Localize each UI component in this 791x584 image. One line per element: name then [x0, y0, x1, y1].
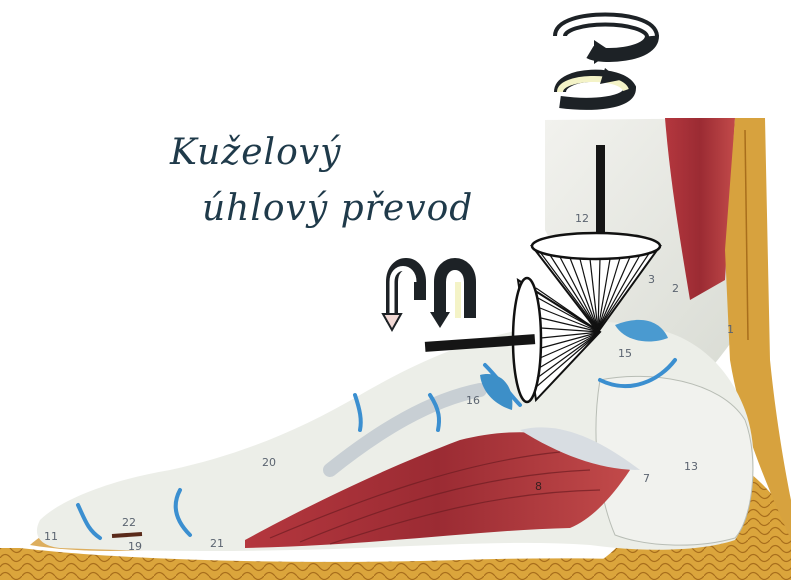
label-11: 11	[44, 530, 58, 543]
label-13: 13	[684, 460, 698, 473]
label-19: 19	[128, 540, 142, 553]
label-12: 12	[575, 212, 589, 225]
caption-line-1: Kuželový	[170, 132, 341, 173]
label-15: 15	[618, 347, 632, 360]
rotation-arrows-top	[560, 20, 652, 104]
label-3: 3	[648, 273, 655, 286]
label-2: 2	[672, 282, 679, 295]
label-22: 22	[122, 516, 136, 529]
label-1: 1	[727, 323, 734, 336]
label-16: 16	[466, 394, 480, 407]
caption-line-2: úhlový převod	[202, 188, 473, 229]
label-8: 8	[535, 480, 542, 493]
label-21: 21	[210, 537, 224, 550]
label-20: 20	[262, 456, 276, 469]
toe-gap	[112, 534, 142, 536]
label-7: 7	[643, 472, 650, 485]
rotation-arrows-side	[383, 264, 470, 330]
